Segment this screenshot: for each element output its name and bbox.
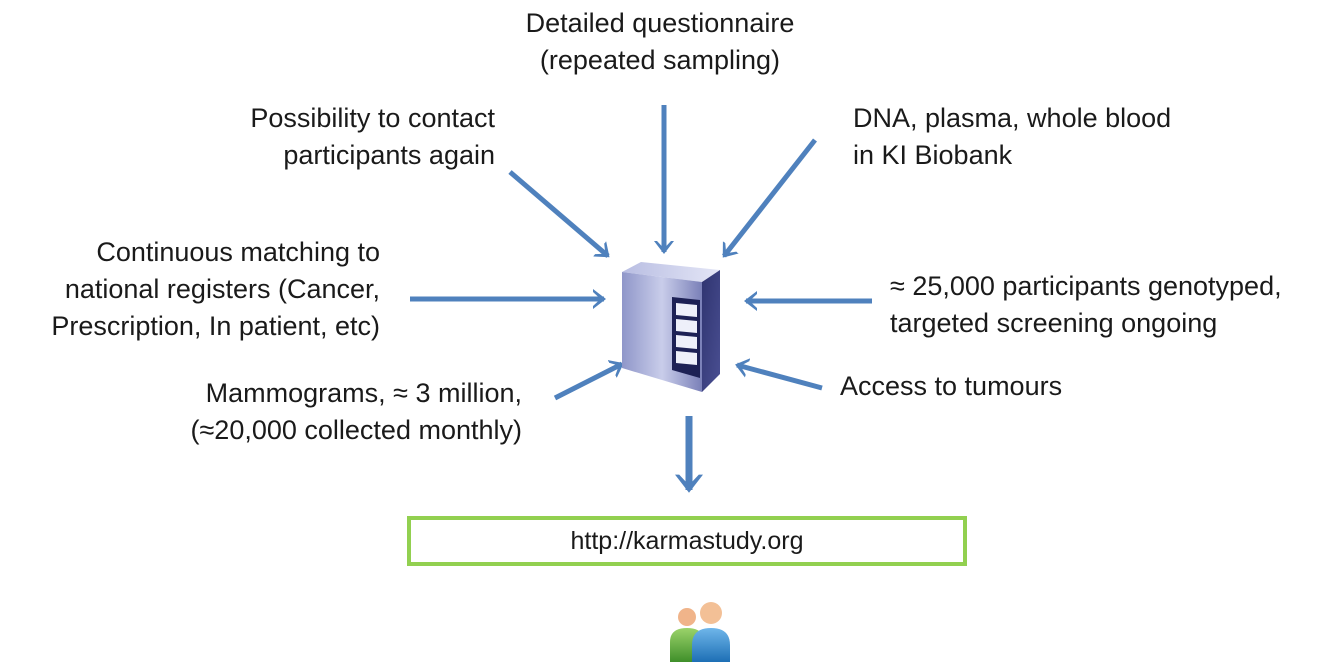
url-box[interactable]: http://karmastudy.org — [407, 516, 967, 566]
label-genotyped-line1: ≈ 25,000 participants genotyped, — [890, 271, 1282, 301]
label-genotyped-line2: targeted screening ongoing — [890, 308, 1218, 338]
label-registers: Continuous matching to national register… — [0, 234, 380, 345]
arrow-tumours — [735, 358, 823, 391]
label-biobank: DNA, plasma, whole blood in KI Biobank — [853, 100, 1171, 174]
label-contact-participants: Possibility to contact participants agai… — [170, 100, 495, 174]
label-contact-line2: participants again — [283, 140, 495, 170]
label-mammograms-line1: Mammograms, ≈ 3 million, — [205, 378, 522, 408]
label-tumours-line1: Access to tumours — [840, 371, 1063, 401]
server-icon — [622, 262, 720, 392]
label-registers-line1: Continuous matching to — [96, 237, 380, 267]
label-biobank-line1: DNA, plasma, whole blood — [853, 103, 1172, 133]
label-mammograms-line2: (≈20,000 collected monthly) — [190, 415, 523, 445]
url-text[interactable]: http://karmastudy.org — [570, 526, 804, 555]
arrow-mammograms — [553, 360, 624, 401]
label-questionnaire-line2: (repeated sampling) — [539, 45, 781, 75]
label-questionnaire-line1: Detailed questionnaire — [525, 8, 795, 38]
arrow-contact — [508, 170, 610, 258]
label-contact-line1: Possibility to contact — [250, 103, 495, 133]
arrow-biobank — [722, 138, 817, 258]
label-mammograms: Mammograms, ≈ 3 million, (≈20,000 collec… — [140, 375, 523, 449]
label-registers-line3: Prescription, In patient, etc) — [51, 311, 380, 341]
people-icon — [670, 602, 730, 662]
label-tumours: Access to tumours — [840, 368, 1062, 405]
label-biobank-line2: in KI Biobank — [853, 140, 1013, 170]
label-questionnaire: Detailed questionnaire (repeated samplin… — [495, 5, 825, 79]
label-registers-line2: national registers (Cancer, — [64, 274, 380, 304]
label-genotyped: ≈ 25,000 participants genotyped, targete… — [890, 268, 1282, 342]
